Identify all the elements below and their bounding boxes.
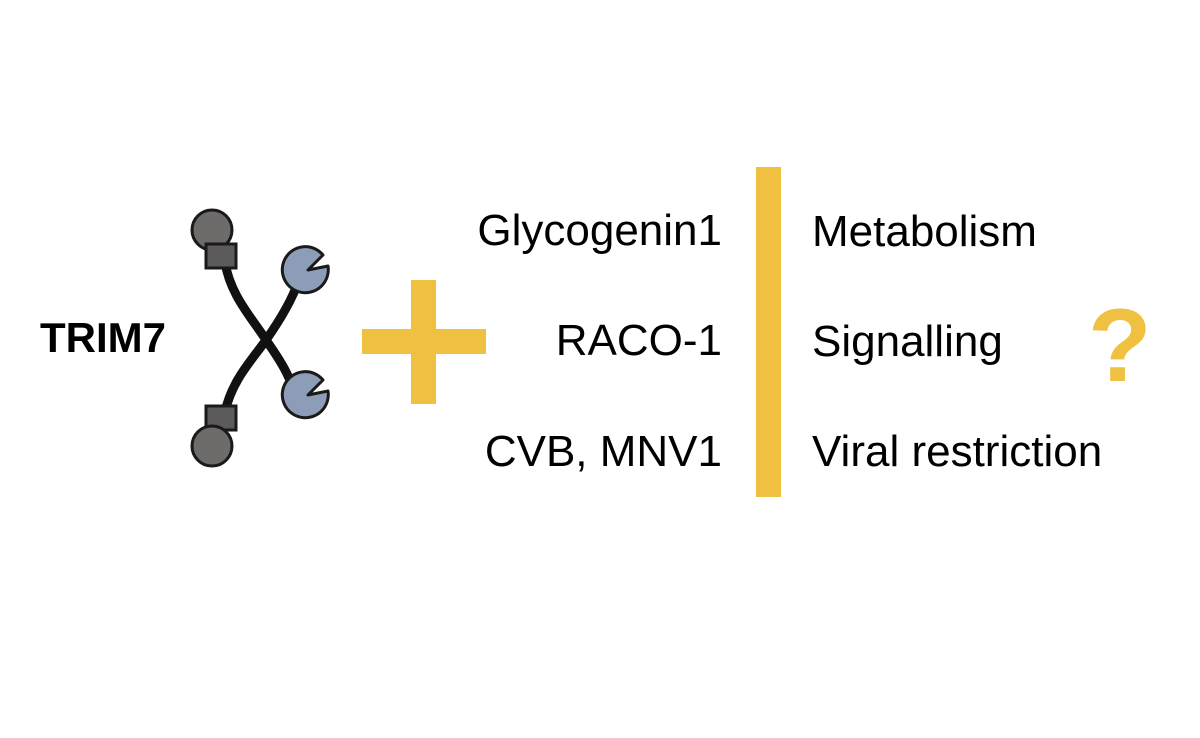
protein-name: TRIM7 (40, 314, 166, 361)
pryspry-domain-bottom (280, 370, 330, 420)
trim7-dimer-icon (190, 208, 330, 468)
ring-domain-bottom (190, 424, 234, 468)
plus-vertical-bar (411, 280, 436, 404)
partner-label: RACO-1 (555, 316, 722, 365)
bbox-domain-top (204, 242, 238, 270)
question-mark: ? (1088, 288, 1152, 404)
pryspry-domain-top (280, 245, 330, 295)
partner-label: CVB, MNV1 (484, 427, 722, 476)
role-label: Signalling (812, 317, 1003, 366)
role-label: Metabolism (812, 207, 1037, 256)
plus-icon (362, 280, 486, 404)
vertical-divider (756, 167, 781, 497)
coiled-coil-strand-bottom-left (220, 277, 303, 417)
partner-label: Glycogenin1 (477, 206, 722, 255)
role-label: Viral restriction (812, 427, 1103, 476)
